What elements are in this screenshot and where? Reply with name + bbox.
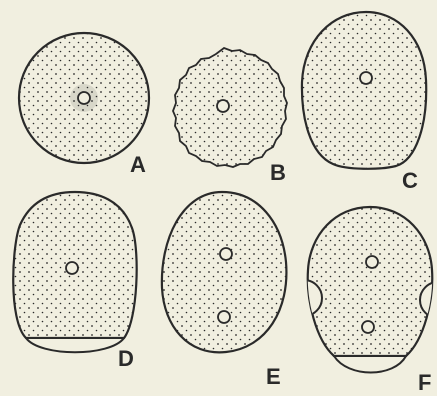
label-c: C	[402, 168, 418, 193]
nucleus-e-upper	[220, 248, 232, 260]
panel-d: D	[13, 192, 136, 371]
basal-cap-d	[26, 338, 124, 352]
label-f: F	[418, 370, 431, 395]
nucleus-f-lower	[362, 321, 374, 333]
label-b: B	[270, 160, 286, 185]
nucleus-f-upper	[366, 256, 378, 268]
cell-b-outline	[173, 48, 287, 167]
nucleus-e-lower	[218, 311, 230, 323]
basal-cap-f	[334, 356, 406, 373]
nucleus-a	[78, 92, 90, 104]
label-d: D	[118, 346, 134, 371]
label-a: A	[130, 152, 146, 177]
label-e: E	[266, 364, 281, 389]
panel-b: B	[173, 48, 287, 185]
cell-f-outline	[308, 207, 433, 356]
panel-f: F	[286, 207, 437, 395]
lateral-pore-left	[286, 280, 322, 316]
panel-c: C	[302, 12, 426, 193]
nucleus-c	[360, 72, 372, 84]
cell-e-outline	[162, 192, 287, 352]
cell-c-outline	[302, 12, 426, 169]
nucleus-d	[66, 262, 78, 274]
panel-e: E	[162, 192, 287, 389]
panel-a: A	[19, 33, 149, 177]
nucleus-b	[217, 100, 229, 112]
